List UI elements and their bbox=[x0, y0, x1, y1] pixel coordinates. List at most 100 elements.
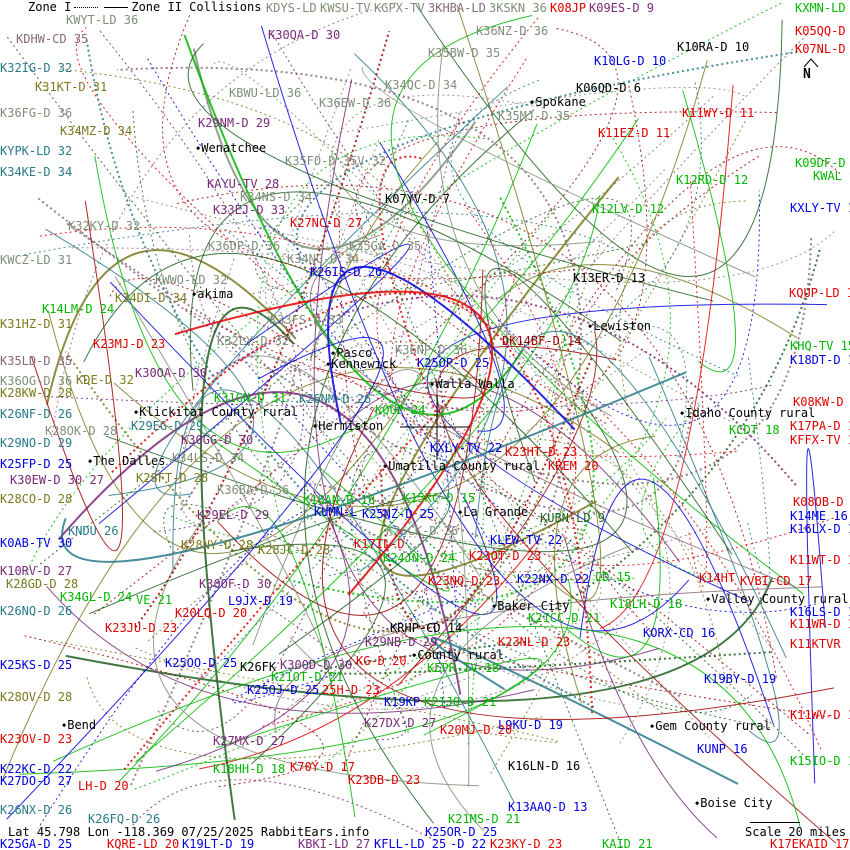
station-label[interactable]: CD 15 bbox=[595, 570, 632, 584]
station-label[interactable]: K36NZ-D 36 bbox=[476, 24, 549, 38]
station-label[interactable]: K13ER-D 13 bbox=[573, 271, 646, 285]
station-label[interactable]: K28GD-D 28 bbox=[6, 577, 79, 591]
station-label[interactable]: KDE-D 32 bbox=[76, 373, 134, 387]
station-label[interactable]: K08OB-D 8 bbox=[793, 495, 850, 509]
station-label[interactable]: K29NO-D 29 bbox=[0, 436, 73, 450]
station-label[interactable]: K29EG-D 29 bbox=[131, 419, 204, 433]
station-label[interactable]: K36OG-D 36 bbox=[0, 374, 73, 388]
station-label[interactable]: K29NB-D 29 bbox=[365, 635, 438, 649]
station-label[interactable]: KNDU 26 bbox=[68, 524, 119, 538]
station-label[interactable]: K12RD-D 12 bbox=[676, 173, 749, 187]
station-label[interactable]: K17EKAID 17 bbox=[770, 837, 850, 850]
station-label[interactable]: K34KE-D 34 bbox=[0, 165, 73, 179]
station-label[interactable]: K16LN-D 16 bbox=[508, 759, 581, 773]
station-label[interactable]: L9JX-D 19 bbox=[228, 594, 294, 608]
station-label[interactable]: 25H-D 23 bbox=[322, 683, 380, 697]
station-label[interactable]: LH-D 20 bbox=[78, 779, 129, 793]
station-label[interactable]: K33FS-D 33 bbox=[270, 313, 343, 327]
station-label[interactable]: K17IL-D bbox=[354, 537, 405, 551]
station-label[interactable]: K26IS-D 26 bbox=[310, 265, 383, 279]
station-label[interactable]: K23NQ-D 23 bbox=[428, 574, 501, 588]
station-label[interactable]: KXLY-TV 13 bbox=[790, 201, 850, 215]
station-label[interactable]: K33EJ-D 33 bbox=[213, 203, 286, 217]
station-label[interactable]: KHQ-TV 15 bbox=[790, 339, 850, 353]
station-label[interactable]: K14HT bbox=[699, 571, 736, 585]
station-label[interactable]: K32KY-D 32 bbox=[68, 219, 141, 233]
station-label[interactable]: K23MJ-D 23 bbox=[93, 337, 166, 351]
station-label[interactable]: L9KU-D 19 bbox=[498, 718, 564, 732]
station-label[interactable]: K29EL-D 29 bbox=[197, 508, 270, 522]
station-label[interactable]: KUBN-LD 9 bbox=[540, 511, 606, 525]
station-label[interactable]: K13AAQ-D 13 bbox=[508, 800, 588, 814]
station-label[interactable]: K26NM-D 26 bbox=[299, 392, 372, 406]
station-label[interactable]: K35GA-D 35 bbox=[349, 239, 422, 253]
station-label[interactable]: K12LV-D 12 bbox=[592, 202, 665, 216]
station-label[interactable]: K07NL-D 7 bbox=[795, 42, 850, 56]
station-label[interactable]: KBWU-LD 36 bbox=[229, 86, 302, 100]
station-label[interactable]: K70Y-D 17 bbox=[290, 760, 356, 774]
station-label[interactable]: K11WY-D 11 bbox=[682, 106, 755, 120]
station-label[interactable]: K10LG-D 10 bbox=[594, 54, 667, 68]
station-label[interactable]: K10RV-D 27 bbox=[0, 564, 73, 578]
station-label[interactable]: K34QC-D 34 bbox=[385, 78, 458, 92]
station-label[interactable]: K27MX-D 27 bbox=[213, 734, 286, 748]
station-label[interactable]: K26NX-D 26 bbox=[0, 803, 73, 817]
station-label[interactable]: K15IO-D 15 bbox=[790, 754, 850, 768]
station-label[interactable]: K28OV-D 28 bbox=[0, 690, 73, 704]
station-label[interactable]: K34NS-D 34 bbox=[240, 190, 313, 204]
station-label[interactable]: KREM 20 bbox=[548, 459, 599, 473]
station-label[interactable]: K06QD-D 6 bbox=[576, 81, 642, 95]
station-label[interactable]: K20MJ-D 20 bbox=[440, 723, 513, 737]
station-label[interactable]: KWWO-LD 32 bbox=[155, 273, 228, 287]
station-label[interactable]: K25KS-D 25 bbox=[0, 658, 73, 672]
station-label[interactable]: KCDT 18 bbox=[729, 423, 780, 437]
station-label[interactable]: KUMN-L bbox=[314, 505, 358, 519]
station-label[interactable]: K23HT-D 23 bbox=[505, 445, 578, 459]
station-label[interactable]: K34MZ-D 34 bbox=[60, 124, 133, 138]
station-label[interactable]: K21CC-D 21 bbox=[528, 611, 601, 625]
station-label[interactable]: K18AN-D 18 bbox=[303, 493, 376, 507]
station-label[interactable]: K34NG-D 34 bbox=[287, 252, 360, 266]
station-label[interactable]: KRHP-CD 14 bbox=[390, 621, 463, 635]
station-label[interactable]: K07YV-D 7 bbox=[385, 192, 451, 206]
station-label[interactable]: K25OJ-D 25 bbox=[247, 683, 320, 697]
station-label[interactable]: K18LH-D 18 bbox=[610, 597, 683, 611]
station-label[interactable]: K22NX-D 22 bbox=[517, 572, 590, 586]
station-label[interactable]: K23NL-D 23 bbox=[498, 635, 571, 649]
station-label[interactable]: K26NF-D 26 bbox=[0, 407, 73, 421]
station-label[interactable]: KWSU-TV bbox=[320, 1, 371, 15]
station-label[interactable]: K23OT-D 23 bbox=[469, 549, 542, 563]
station-label[interactable]: K09DF-D 9 bbox=[795, 156, 850, 170]
station-label[interactable]: K15KC-D 15 bbox=[403, 491, 476, 505]
station-label[interactable]: K11KTVR bbox=[790, 637, 841, 651]
station-label[interactable]: K23DB-D 23 bbox=[348, 773, 421, 787]
station-label[interactable]: KWYT-LD 36 bbox=[66, 13, 139, 27]
station-label[interactable]: K27NC-D 27 bbox=[290, 216, 363, 230]
station-label[interactable]: KDYS-LD bbox=[266, 1, 317, 15]
station-label[interactable]: KYPK-LD 32 bbox=[0, 144, 73, 158]
station-label[interactable]: KXLY-TV 22 bbox=[430, 441, 503, 455]
station-label[interactable]: K0AB-TV 30 bbox=[0, 536, 73, 550]
station-label[interactable]: KUNP 16 bbox=[697, 742, 748, 756]
station-label[interactable]: K28FT-D 28 bbox=[136, 471, 209, 485]
station-label[interactable]: 3KSKN 36 bbox=[489, 1, 547, 15]
station-label[interactable]: K16LS-D 16 bbox=[790, 605, 850, 619]
station-label[interactable]: K16LX-D 16 bbox=[790, 522, 850, 536]
station-label[interactable]: KWCZ-LD 31 bbox=[0, 253, 73, 267]
station-label[interactable]: K17PA-D 17 bbox=[790, 419, 850, 433]
station-label[interactable]: K35FO-D 35V 32 bbox=[285, 154, 387, 168]
station-label[interactable]: K36FG-D 36 bbox=[0, 106, 73, 120]
station-label[interactable]: K36NP-D 36 bbox=[395, 343, 468, 357]
station-label[interactable]: K21OT-D 21 bbox=[271, 670, 344, 684]
station-label[interactable]: K29NM-D 29 bbox=[198, 116, 271, 130]
station-label[interactable]: K34GL-D 24 bbox=[60, 590, 133, 604]
station-label[interactable]: K21MS-D 21 bbox=[448, 812, 521, 826]
station-label[interactable]: KGPX-TV bbox=[374, 1, 425, 15]
station-label[interactable]: K28OK-D 28 bbox=[45, 424, 118, 438]
station-label[interactable]: K11WV-D 11 bbox=[790, 708, 850, 722]
station-label[interactable]: K28KW-D 28 bbox=[0, 386, 73, 400]
station-label[interactable]: KFFX-TV 11 bbox=[790, 433, 850, 447]
station-label[interactable]: KVBI-CD 17 bbox=[740, 574, 813, 588]
station-label[interactable]: K35MJ-D 35 bbox=[498, 109, 571, 123]
